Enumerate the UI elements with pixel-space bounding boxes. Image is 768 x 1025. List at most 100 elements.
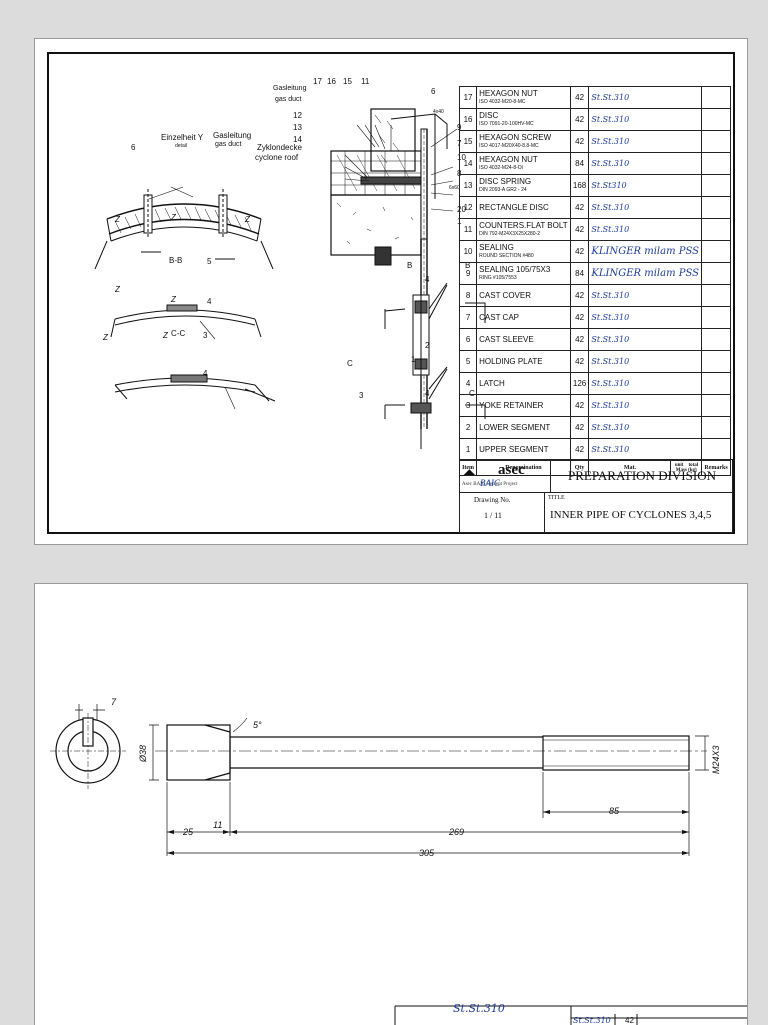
part-material: KLINGER milam PSS <box>588 262 702 285</box>
part-quantity: 42 <box>569 328 590 351</box>
part-number: 17 <box>458 86 478 109</box>
part-material: St.St.310 <box>588 108 702 131</box>
part-name: HOLDING PLATE <box>479 357 543 366</box>
part-number: 7 <box>458 306 478 329</box>
part-quantity: 42 <box>569 416 590 439</box>
part-name: DISC <box>479 110 499 120</box>
part-material: St.St.310 <box>588 306 702 329</box>
z-mark-3: Z <box>245 215 250 224</box>
dim-overall-305: 305 <box>419 848 435 858</box>
part-number: 6 <box>458 328 478 351</box>
part-name: HEXAGON SCREW <box>479 132 552 142</box>
part-quantity: 42 <box>569 130 590 153</box>
part-number: 15 <box>458 130 478 153</box>
callout-6-left: 6 <box>131 143 136 152</box>
detail-y-sub: detail <box>175 143 187 149</box>
part-number: 14 <box>458 152 478 175</box>
cyclone-roof-en: cyclone roof <box>255 153 299 162</box>
z-mark-1: Z <box>115 215 120 224</box>
part-quantity: 84 <box>569 262 590 285</box>
drawing-title: INNER PIPE OF CYCLONES 3,4,5 <box>550 509 712 521</box>
drawing-number-label: Drawing No. <box>474 496 511 504</box>
part-remarks <box>701 438 731 461</box>
part-quantity: 42 <box>569 196 590 219</box>
gas-duct-label-en: gas duct <box>275 96 302 103</box>
part-denomination: LATCH <box>476 372 571 395</box>
part-denomination: CAST COVER <box>476 284 571 307</box>
part-number: 11 <box>458 218 478 241</box>
asec-logo: ◢◣ asec Asec BAIC Cement Project BAIC <box>462 462 544 490</box>
section-bb <box>110 304 262 340</box>
callout-4-cc: 4 <box>203 369 208 378</box>
part-remarks <box>701 372 731 395</box>
z-mark-2: Z <box>171 213 176 222</box>
title-cell: TITLE INNER PIPE OF CYCLONES 3,4,5 <box>546 493 732 533</box>
part-denomination: CAST SLEEVE <box>476 328 571 351</box>
drawing-sheet-1: Gasleitung gas duct 17 16 15 11 6 4x40 1… <box>34 38 748 545</box>
part-material: St.St.310 <box>588 196 702 219</box>
dim-thread-length-85: 85 <box>609 806 620 816</box>
dim-thread-m24: M24X3 <box>711 745 721 774</box>
callout-11: 11 <box>361 77 370 86</box>
callout-4-lower: 4 <box>425 389 430 398</box>
callout-15: 15 <box>343 77 352 86</box>
section-c-left: C <box>347 359 353 368</box>
callout-4-upper: 4 <box>425 275 430 284</box>
callout-16: 16 <box>327 77 336 86</box>
cyclone-roof-de: Zyklondecke <box>257 143 302 152</box>
cyclone-roof-detail <box>330 108 448 429</box>
part-number: 3 <box>458 394 478 417</box>
dim-chamfer-11: 11 <box>213 820 223 830</box>
part-quantity: 168 <box>569 174 590 197</box>
part-name: CAST SLEEVE <box>479 335 534 344</box>
part-material: St.St.310 <box>588 218 702 241</box>
bottom-material: St.St.310 <box>453 1002 505 1015</box>
part-remarks <box>701 416 731 439</box>
logo-subtext: Asec BAIC Cement Project <box>462 482 518 487</box>
drawing-sheet-2: 7 5° Ø38 M24X3 85 25 11 269 305 St.St.31… <box>34 583 748 1025</box>
bolt-side-view <box>155 717 707 781</box>
part-quantity: 126 <box>569 372 590 395</box>
part-standard: DIN 2093-A GR2 - 24 <box>479 186 527 193</box>
part-name: LOWER SEGMENT <box>479 423 551 432</box>
part-standard: ROUND SECTION #480 <box>479 252 534 259</box>
callout-leaders <box>148 124 458 212</box>
part-quantity: 84 <box>569 152 590 175</box>
header-denomination: Denomination <box>476 460 571 476</box>
part-name: RECTANGLE DISC <box>479 203 549 212</box>
division-name: PREPARATION DIVISION <box>550 460 733 492</box>
callout-3-cc: 3 <box>203 331 208 340</box>
part-material: St.St.310 <box>588 284 702 307</box>
logo-handwritten: BAIC <box>480 478 500 488</box>
bolt-drawing <box>50 704 747 1025</box>
part-standard: ISO 4032-M24-8-Ol <box>479 164 523 171</box>
part-number: 16 <box>458 108 478 131</box>
part-remarks <box>701 218 731 241</box>
callout-6-top: 6 <box>431 87 436 96</box>
dim-keyway-7: 7 <box>111 697 117 707</box>
z-mark-4: Z <box>115 285 120 294</box>
part-remarks <box>701 240 731 263</box>
dim-shank-269: 269 <box>449 827 465 837</box>
callout-12: 12 <box>293 111 302 120</box>
part-number: 4 <box>458 372 478 395</box>
part-denomination: HOLDING PLATE <box>476 350 571 373</box>
weld-4x40: 4x40 <box>433 109 444 115</box>
part-denomination: UPPER SEGMENT <box>476 438 571 461</box>
